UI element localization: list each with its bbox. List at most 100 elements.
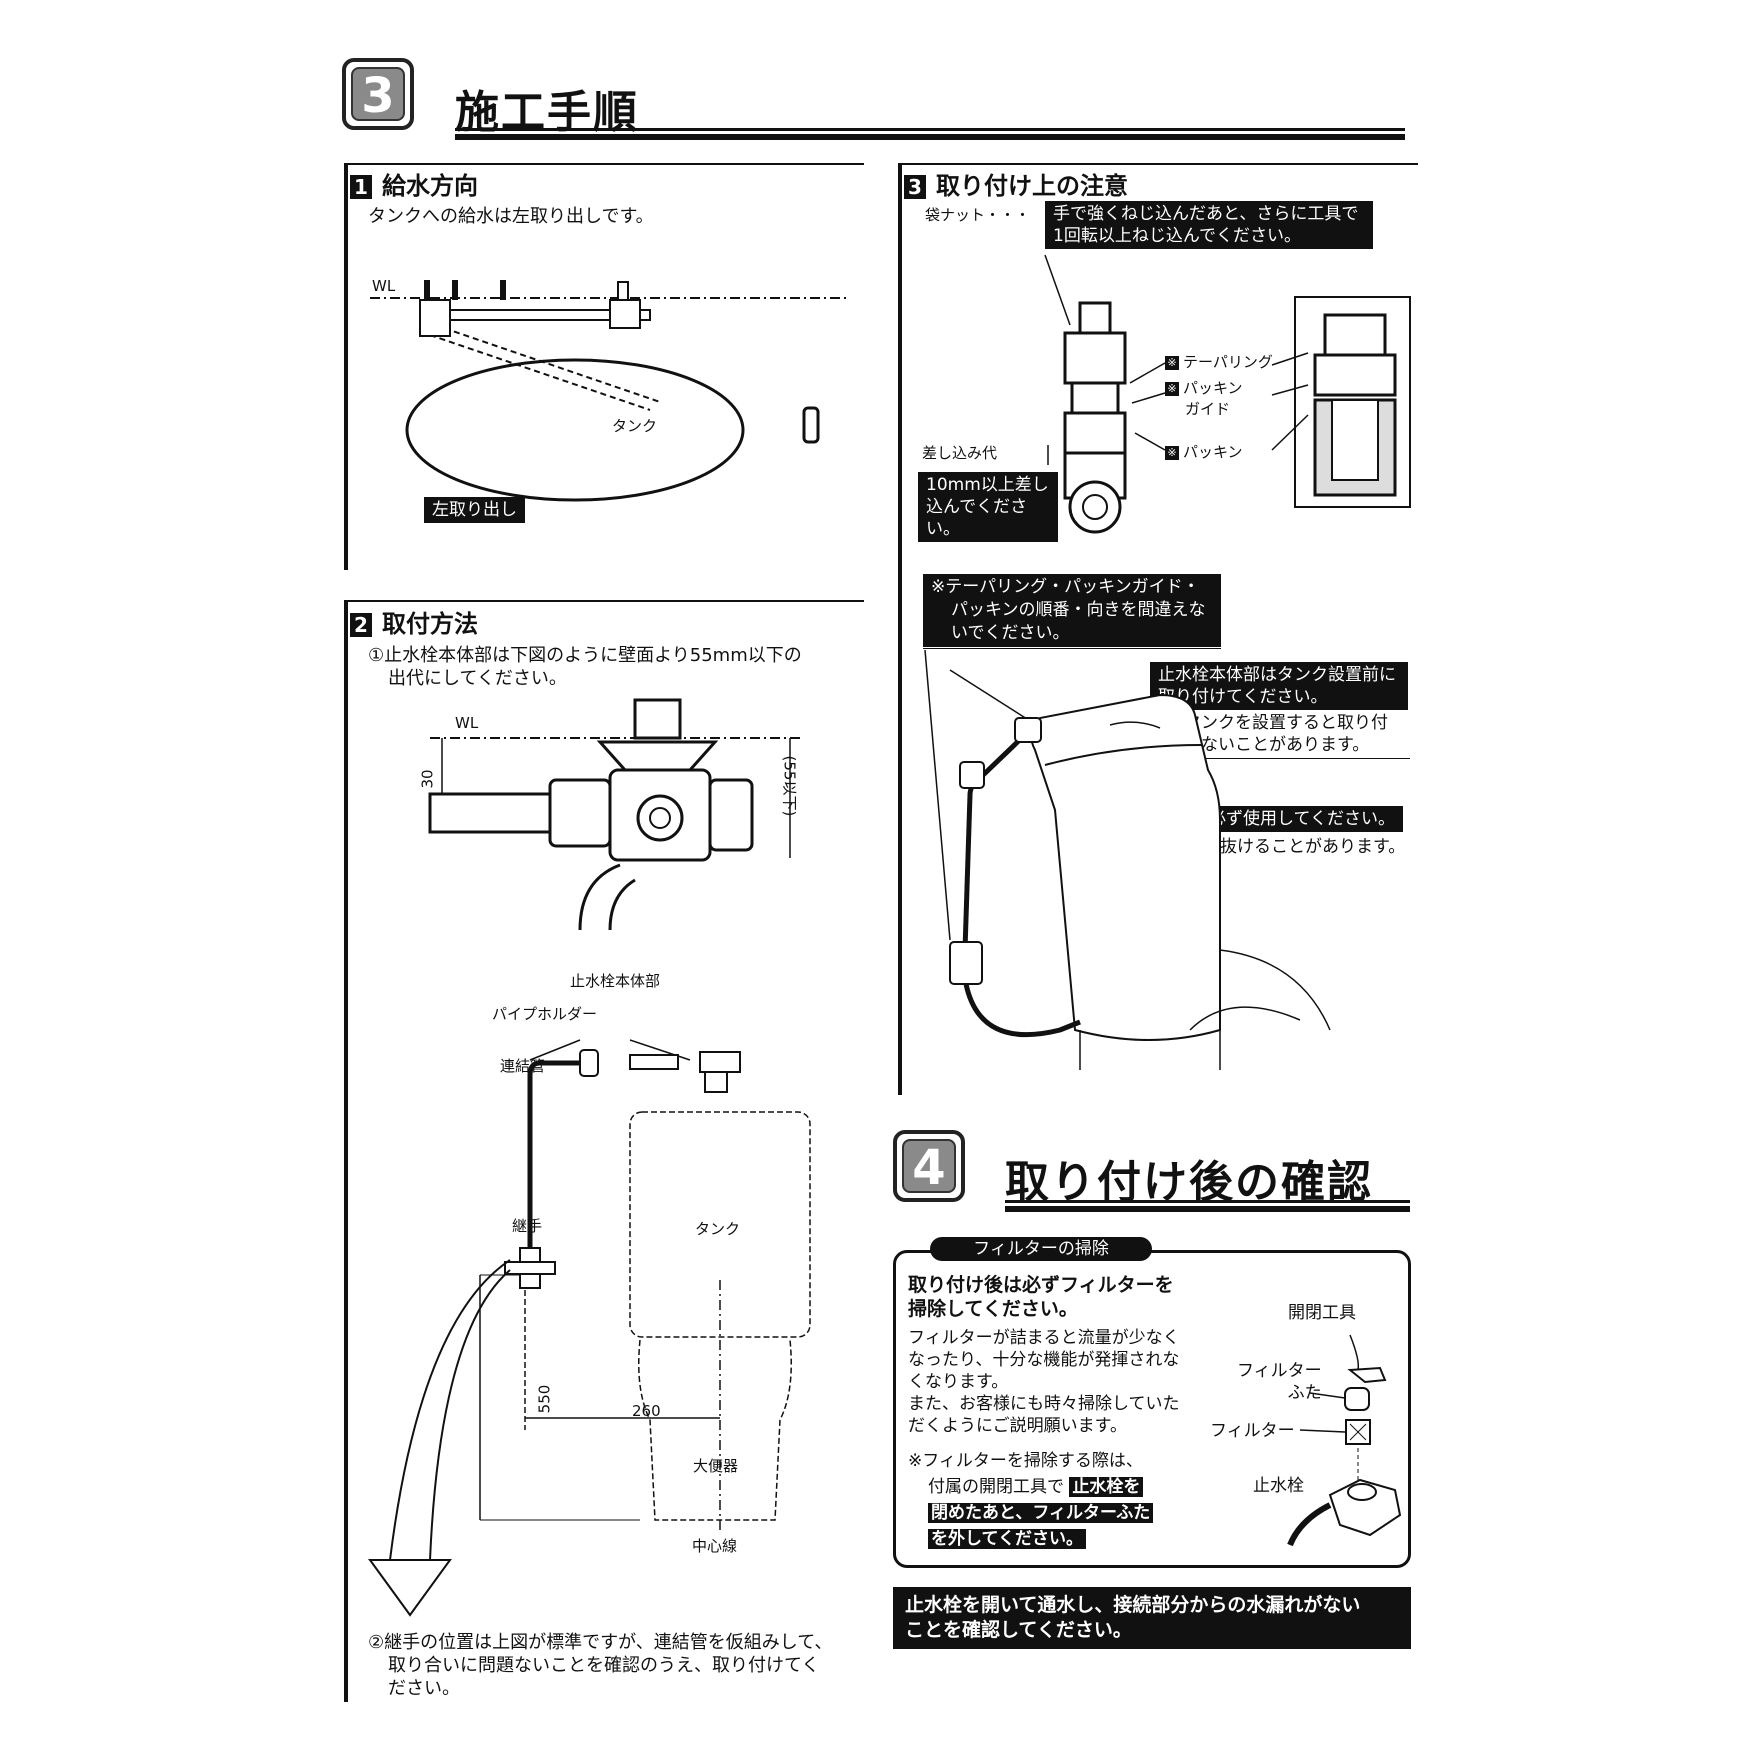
filter-body-line1: フィルターが詰まると流量が少なく xyxy=(908,1328,1180,1348)
filter-note-line3: 閉めたあと、フィルターふた xyxy=(928,1503,1154,1523)
sub1-left-bar xyxy=(344,165,348,570)
filter-body-line2: なったり、十分な機能が発揮されな xyxy=(908,1350,1180,1370)
sub3-valve-note-line1: 止水栓本体部はタンク設置前に xyxy=(1158,665,1396,685)
sub2-step1-line1: ①止水栓本体部は下図のように壁面より55mm以下の xyxy=(368,645,802,666)
sub2-heading: 2 取付方法 xyxy=(350,604,478,639)
filter-lead: 取り付け後は必ずフィルターを 掃除してください。 xyxy=(908,1273,1174,1321)
sub2-label-tank: タンク xyxy=(695,1220,741,1238)
filter-parts-illustration xyxy=(1287,1334,1402,1547)
section-4-number: 4 xyxy=(902,1139,956,1195)
sub2-title: 取付方法 xyxy=(382,610,478,638)
filter-label-valve: 止水栓 xyxy=(1253,1476,1304,1496)
sub3-title: 取り付け上の注意 xyxy=(936,172,1128,200)
sub3-left-bar xyxy=(898,165,902,1095)
filter-label-cap: フィルター ふた xyxy=(1237,1360,1322,1404)
sub3-guide-label: ※ パッキン ガイド xyxy=(1165,377,1243,419)
sub3-number: 3 xyxy=(904,175,926,199)
sub3-nut-label: 袋ナット・・・ xyxy=(925,206,1031,224)
filter-label-cap-line2: ふた xyxy=(1287,1383,1322,1403)
filter-tab-label: フィルターの掃除 xyxy=(973,1239,1109,1259)
sub3-order-note-line2: パッキンの順番・向きを間違えな xyxy=(951,600,1206,620)
sub3-valve-note-rule xyxy=(1070,758,1410,759)
section-4-rule xyxy=(1005,1200,1410,1212)
final-line1: 止水栓を開いて通水し、接続部分からの水漏れがない xyxy=(905,1594,1361,1616)
sub1-wl-label: WL xyxy=(372,277,396,295)
sub3-packing-label: ※ パッキン xyxy=(1165,441,1243,462)
sub3-packing-mark: ※ xyxy=(1165,445,1179,460)
sub2-label-centerline: 中心線 xyxy=(692,1537,738,1555)
filter-body-line5: だくようにご説明願います。 xyxy=(908,1416,1127,1436)
sub2-install-diagram xyxy=(368,1039,811,1617)
sub3-heading: 3 取り付け上の注意 xyxy=(904,166,1128,201)
sub2-wl-label: WL xyxy=(455,714,479,732)
sub3-valve-note: 止水栓本体部はタンク設置前に 取り付けてください。 xyxy=(1150,662,1408,710)
sub1-top-line xyxy=(344,163,864,165)
filter-body: フィルターが詰まると流量が少なく なったり、十分な機能が発揮されな くなります。… xyxy=(908,1327,1180,1437)
sub3-order-note-line1: ※テーパリング・パッキンガイド・ xyxy=(931,577,1200,597)
sub3-guide-text1: パッキン xyxy=(1183,379,1243,397)
filter-note-line2b: 止水栓を xyxy=(1069,1477,1144,1497)
filter-label-filter: フィルター xyxy=(1210,1421,1295,1441)
filter-lead-line1: 取り付け後は必ずフィルターを xyxy=(908,1274,1174,1296)
sub3-insert-note-line1: 10mm以上差し xyxy=(926,475,1049,495)
sub3-order-note-line3: いでください。 xyxy=(951,623,1070,643)
sub2-dim-260: 260 xyxy=(632,1402,661,1420)
sub1-number: 1 xyxy=(350,175,372,199)
sub2-label-joint: 継手 xyxy=(512,1217,543,1235)
sub2-label-holder: パイプホルダー xyxy=(492,1005,598,1023)
sub2-step2-line1: ②継手の位置は上図が標準ですが、連結管を仮組みして、 xyxy=(368,1632,833,1653)
filter-note: ※フィルターを掃除する際は、 付属の開閉工具で 止水栓を 閉めたあと、フィルター… xyxy=(908,1448,1154,1552)
sub3-toilet-illustration xyxy=(924,649,1331,1070)
sub2-step2-line2: 取り合いに問題ないことを確認のうえ、取り付けてく xyxy=(388,1655,820,1676)
filter-body-line4: また、お客様にも時々掃除していた xyxy=(908,1394,1180,1414)
sub3-valve-sub-line1: 先にタンクを設置すると取り付 xyxy=(1150,713,1388,733)
final-line2: ことを確認してください。 xyxy=(905,1619,1132,1641)
section-3-number: 3 xyxy=(351,67,405,123)
sub1-tank-diagram xyxy=(370,280,850,502)
sub3-valve-note-line2: 取り付けてください。 xyxy=(1158,687,1328,707)
filter-note-line1: ※フィルターを掃除する際は、 xyxy=(908,1451,1143,1471)
sub3-nut-note-line1: 手で強くねじ込んだあと、さらに工具で xyxy=(1053,204,1359,224)
final-confirmation-banner: 止水栓を開いて通水し、接続部分からの水漏れがない ことを確認してください。 xyxy=(893,1587,1411,1649)
sub2-left-bar xyxy=(344,600,348,1702)
sub2-label-pipe: 連結管 xyxy=(500,1057,546,1075)
sub1-title: 給水方向 xyxy=(382,172,478,200)
sub3-valve-sub: 先にタンクを設置すると取り付 けできないことがあります。 xyxy=(1150,712,1388,756)
filter-note-line2a: 付属の開閉工具で xyxy=(928,1477,1064,1497)
filter-note-line4: を外してください。 xyxy=(928,1529,1086,1549)
section-4-title: 取り付け後の確認 xyxy=(1005,1157,1373,1208)
sub3-valve-sub-line2: けできないことがあります。 xyxy=(1150,735,1370,755)
sub2-step2-line3: ださい。 xyxy=(388,1678,460,1699)
sub3-ring-text: テーパリング xyxy=(1183,353,1273,371)
sub3-guide-mark: ※ xyxy=(1165,381,1179,396)
sub3-ring-mark: ※ xyxy=(1165,355,1179,370)
sub1-text: タンクへの給水は左取り出しです。 xyxy=(368,206,654,227)
filter-label-cap-line1: フィルター xyxy=(1237,1361,1322,1381)
sub3-insert-note-line2: 込んでください。 xyxy=(926,497,1028,539)
sub2-number: 2 xyxy=(350,613,372,637)
sub3-nut-note: 手で強くねじ込んだあと、さらに工具で 1回転以上ねじ込んでください。 xyxy=(1045,201,1373,249)
sub1-left-outlet-badge: 左取り出し xyxy=(424,497,525,523)
sub2-valve-detail-diagram xyxy=(428,698,800,931)
sub1-tank-label: タンク xyxy=(612,417,658,435)
sub3-guide-text2: ガイド xyxy=(1185,400,1231,418)
sub2-top-line xyxy=(344,600,864,602)
sub3-nut-note-line2: 1回転以上ねじ込んでください。 xyxy=(1053,226,1301,246)
sub3-order-note-rule xyxy=(923,648,1221,649)
sub3-fitting-diagram xyxy=(1044,254,1411,534)
sub2-step1-line2: 出代にしてください。 xyxy=(388,668,567,689)
section-3-rule xyxy=(455,128,1405,140)
sub3-insert-label: 差し込み代 xyxy=(922,444,998,462)
sub3-top-line xyxy=(898,163,1418,165)
sub2-label-toilet: 大便器 xyxy=(693,1457,739,1475)
filter-lead-line2: 掃除してください。 xyxy=(908,1298,1078,1320)
sub1-heading: 1 給水方向 xyxy=(350,166,478,201)
sub3-ring-label: ※ テーパリング xyxy=(1165,351,1273,372)
sub2-label-valve: 止水栓本体部 xyxy=(570,972,661,990)
sub3-order-note: ※テーパリング・パッキンガイド・ パッキンの順番・向きを間違えな いでください。 xyxy=(923,574,1221,647)
sub3-packing-text: パッキン xyxy=(1183,443,1243,461)
filter-tab: フィルターの掃除 xyxy=(930,1237,1152,1261)
sub3-insert-note: 10mm以上差し 込んでください。 xyxy=(918,472,1058,542)
filter-body-line3: くなります。 xyxy=(908,1372,1009,1392)
section-3-number-badge: 3 xyxy=(342,58,414,130)
